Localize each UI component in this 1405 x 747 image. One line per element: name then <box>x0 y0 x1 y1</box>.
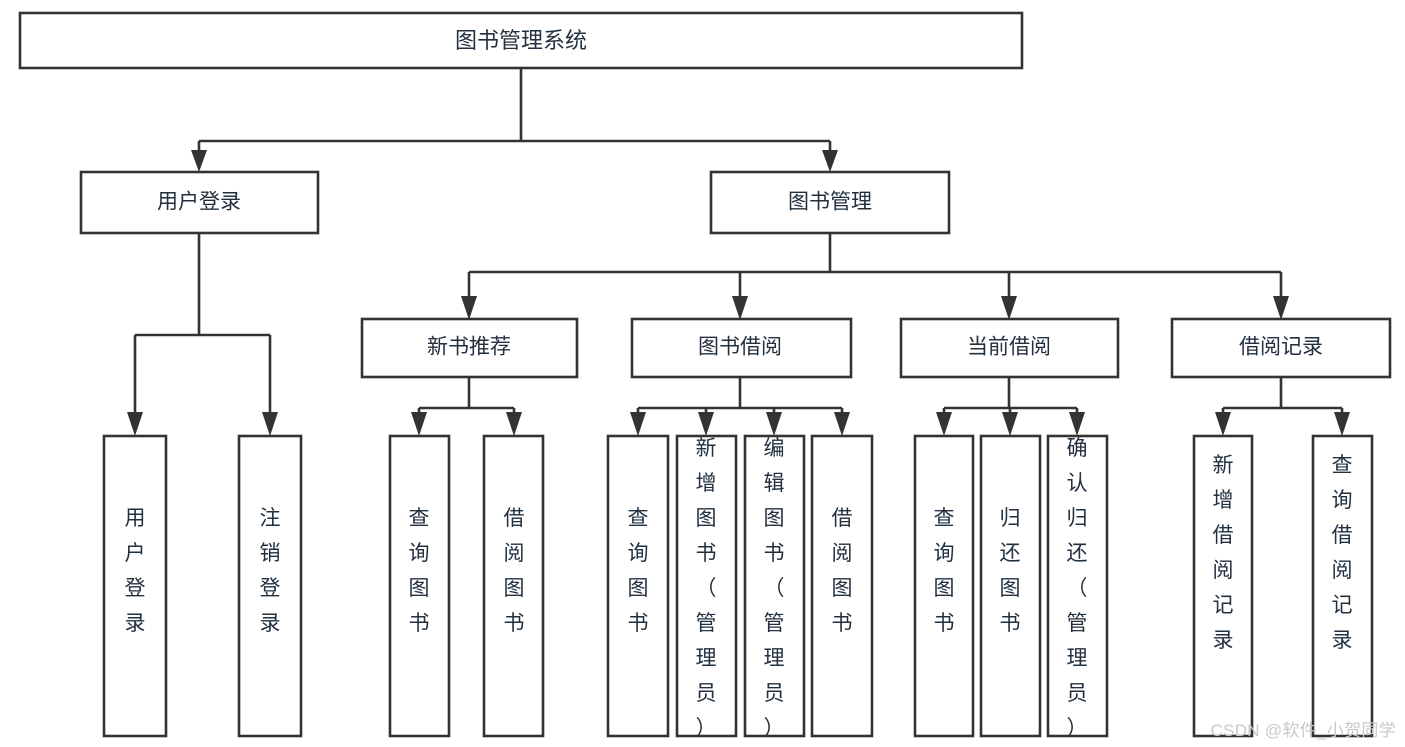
node-root-box[interactable] <box>18 11 1024 70</box>
node-book-management-box[interactable] <box>709 170 951 235</box>
node-new-book-recommend[interactable]: 新书推荐 <box>360 317 579 379</box>
leaf-box[interactable] <box>606 434 670 738</box>
leaf-label: 确认归还（管理员） <box>1067 437 1088 740</box>
arrow-head-leaf-user-login-1 <box>262 412 278 436</box>
arrow-head-leaf-current-0 <box>936 412 952 436</box>
leaf-node[interactable]: 查询图书 <box>606 434 670 738</box>
arrow-head-leaf-current-1 <box>1002 412 1018 436</box>
node-root[interactable]: 图书管理系统 <box>18 11 1024 70</box>
leaf-node[interactable]: 新增借阅记录 <box>1192 434 1254 738</box>
leaf-node[interactable]: 查询图书 <box>388 434 451 738</box>
leaf-label: 归还图书 <box>1000 507 1021 635</box>
arrow-head-leaf-borrow-0 <box>630 412 646 436</box>
leaf-node[interactable]: 用户登录 <box>102 434 168 738</box>
leaf-node[interactable]: 借阅图书 <box>810 434 874 738</box>
leaf-box[interactable] <box>675 434 738 738</box>
node-current-borrow[interactable]: 当前借阅 <box>899 317 1120 379</box>
leaf-label: 借阅图书 <box>504 507 525 635</box>
arrow-head-book-mgmt <box>822 150 838 172</box>
arrow-head-leaf-borrow-3 <box>834 412 850 436</box>
leaf-node[interactable]: 确认归还（管理员） <box>1046 434 1109 740</box>
leaf-node[interactable]: 新增图书（管理员） <box>675 434 738 740</box>
leaf-node[interactable]: 查询图书 <box>913 434 975 738</box>
node-user-login[interactable]: 用户登录 <box>79 170 320 235</box>
leaf-box[interactable] <box>1311 434 1374 738</box>
arrow-head-leaf-new-0 <box>411 412 427 436</box>
leaf-label: 用户登录 <box>125 507 146 635</box>
arrow-head-leaf-borrow-1 <box>698 412 714 436</box>
leaf-label: 查询图书 <box>934 507 955 635</box>
arrow-head-new-book <box>461 296 477 320</box>
watermark-text: CSDN @软件_小贺同学 <box>1210 721 1396 740</box>
arrow-head-leaf-user-login-0 <box>127 412 143 436</box>
node-book-borrow-label: 图书借阅 <box>698 336 782 359</box>
arrow-head-user-login <box>191 150 207 172</box>
leaf-box[interactable] <box>482 434 545 738</box>
leaf-box[interactable] <box>743 434 806 738</box>
node-user-login-box[interactable] <box>79 170 320 235</box>
node-book-borrow[interactable]: 图书借阅 <box>630 317 853 379</box>
leaf-label: 编辑图书（管理员） <box>764 437 785 740</box>
node-borrow-records-box[interactable] <box>1170 317 1392 379</box>
node-current-borrow-box[interactable] <box>899 317 1120 379</box>
node-new-book-recommend-box[interactable] <box>360 317 579 379</box>
node-current-borrow-label: 当前借阅 <box>967 336 1051 359</box>
node-new-book-recommend-label: 新书推荐 <box>427 336 511 359</box>
arrow-head-leaf-records-0 <box>1215 412 1231 436</box>
leaf-node[interactable]: 查询借阅记录 <box>1311 434 1374 738</box>
leaf-node[interactable]: 借阅图书 <box>482 434 545 738</box>
node-root-label: 图书管理系统 <box>455 28 587 53</box>
leaf-label: 借阅图书 <box>832 507 853 635</box>
node-borrow-records[interactable]: 借阅记录 <box>1170 317 1392 379</box>
leaf-box[interactable] <box>1046 434 1109 738</box>
leaf-node[interactable]: 注销登录 <box>237 434 303 738</box>
leaf-box[interactable] <box>979 434 1042 738</box>
node-user-login-label: 用户登录 <box>157 191 241 214</box>
leaf-box[interactable] <box>810 434 874 738</box>
leaf-node[interactable]: 编辑图书（管理员） <box>743 434 806 740</box>
leaf-box[interactable] <box>388 434 451 738</box>
arrow-head-leaf-new-1 <box>506 412 522 436</box>
leaf-box[interactable] <box>1192 434 1254 738</box>
arrow-head-leaf-borrow-2 <box>766 412 782 436</box>
leaf-label: 注销登录 <box>260 507 281 635</box>
leaf-label: 查询图书 <box>409 507 430 635</box>
leaf-box[interactable] <box>913 434 975 738</box>
arrow-head-leaf-current-2 <box>1069 412 1085 436</box>
leaf-label: 新增图书（管理员） <box>696 437 717 740</box>
node-book-management[interactable]: 图书管理 <box>709 170 951 235</box>
arrow-head-current <box>1001 296 1017 320</box>
arrow-head-records <box>1273 296 1289 320</box>
arrow-head-borrow <box>732 296 748 320</box>
leaf-box[interactable] <box>102 434 168 738</box>
leaf-label: 新增借阅记录 <box>1213 454 1234 652</box>
arrow-head-leaf-records-1 <box>1334 412 1350 436</box>
connector-group <box>127 68 1350 436</box>
leaf-label: 查询图书 <box>628 507 649 635</box>
node-borrow-records-label: 借阅记录 <box>1239 336 1323 359</box>
node-book-borrow-box[interactable] <box>630 317 853 379</box>
leaf-node[interactable]: 归还图书 <box>979 434 1042 738</box>
node-book-management-label: 图书管理 <box>788 191 872 214</box>
leaf-box[interactable] <box>237 434 303 738</box>
leaf-label: 查询借阅记录 <box>1332 454 1353 652</box>
